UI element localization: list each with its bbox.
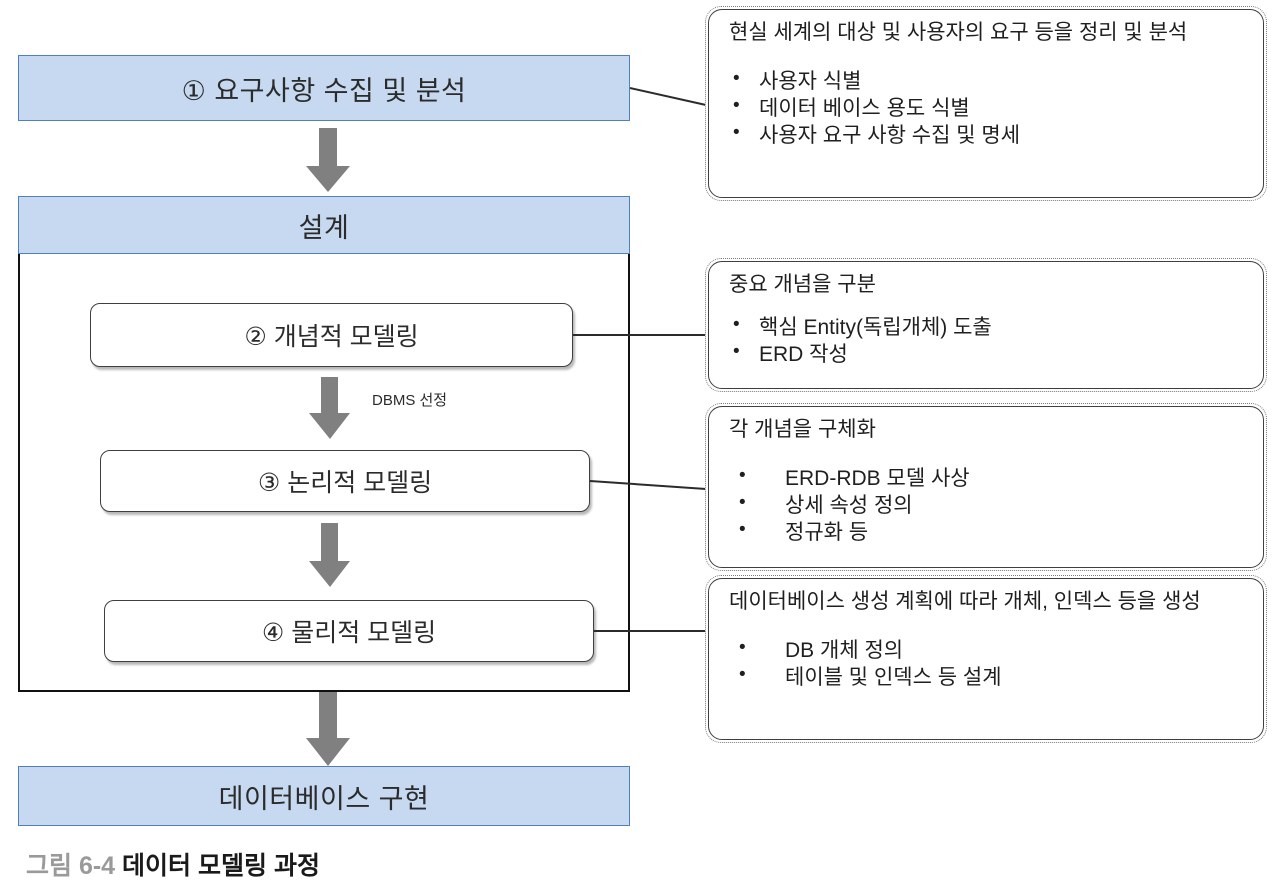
stage-bar-requirements-label: ① 요구사항 수집 및 분석 xyxy=(181,75,467,106)
callout-spacer xyxy=(729,50,1247,68)
callout-physical[interactable]: 데이터베이스 생성 계획에 따라 개체, 인덱스 등을 생성 DB 개체 정의 … xyxy=(705,575,1267,743)
callout-conceptual-body: 중요 개념을 구분 핵심 Entity(독립개체) 도출 ERD 작성 xyxy=(708,261,1264,389)
figure-caption-number: 그림 6-4 xyxy=(26,852,116,880)
list-item: 상세 속성 정의 xyxy=(729,491,1247,519)
stage-bar-design-label: 설계 xyxy=(298,212,350,243)
figure-caption: 그림 6-4 데이터 모델링 과정 xyxy=(26,846,320,882)
callout-logical-list: ERD-RDB 모델 사상 상세 속성 정의 정규화 등 xyxy=(729,464,1247,547)
callout-requirements-body: 현실 세계의 대상 및 사용자의 요구 등을 정리 및 분석 사용자 식별 데이… xyxy=(708,9,1264,198)
callout-requirements-head: 현실 세계의 대상 및 사용자의 요구 등을 정리 및 분석 xyxy=(729,21,1188,44)
callout-spacer xyxy=(729,302,1247,314)
callout-spacer xyxy=(729,447,1247,465)
down-arrow-2 xyxy=(304,377,356,441)
step-box-logical-modeling-label: ③ 논리적 모델링 xyxy=(257,469,433,497)
callout-logical-head: 각 개념을 구체화 xyxy=(729,418,876,441)
down-arrow-3 xyxy=(304,523,356,589)
callout-physical-list: DB 개체 정의 테이블 및 인덱스 등 설계 xyxy=(729,636,1247,692)
callout-conceptual[interactable]: 중요 개념을 구분 핵심 Entity(독립개체) 도출 ERD 작성 xyxy=(705,258,1267,392)
callout-physical-body: 데이터베이스 생성 계획에 따라 개체, 인덱스 등을 생성 DB 개체 정의 … xyxy=(708,578,1264,740)
stage-bar-requirements[interactable]: ① 요구사항 수집 및 분석 xyxy=(18,55,630,121)
figure-caption-title: 데이터 모델링 과정 xyxy=(122,852,320,880)
down-arrow-4 xyxy=(300,692,356,768)
stage-bar-database-implementation-label: 데이터베이스 구현 xyxy=(218,783,430,814)
callout-logical-body: 각 개념을 구체화 ERD-RDB 모델 사상 상세 속성 정의 정규화 등 xyxy=(708,406,1264,568)
list-item: 사용자 식별 xyxy=(729,67,1247,95)
callout-conceptual-head: 중요 개념을 구분 xyxy=(729,273,876,296)
down-arrow-1 xyxy=(300,128,356,194)
stage-bar-database-implementation[interactable]: 데이터베이스 구현 xyxy=(18,766,630,826)
callout-requirements-list: 사용자 식별 데이터 베이스 용도 식별 사용자 요구 사항 수집 및 명세 xyxy=(729,67,1247,150)
step-box-physical-modeling-label: ④ 물리적 모델링 xyxy=(261,619,437,647)
callout-conceptual-list: 핵심 Entity(독립개체) 도출 ERD 작성 xyxy=(729,313,1247,369)
list-item: 사용자 요구 사항 수집 및 명세 xyxy=(729,121,1247,149)
callout-physical-head: 데이터베이스 생성 계획에 따라 개체, 인덱스 등을 생성 xyxy=(729,590,1201,613)
list-item: DB 개체 정의 xyxy=(729,636,1247,664)
stage-bar-design[interactable]: 설계 xyxy=(18,196,630,254)
list-item: 정규화 등 xyxy=(729,518,1247,546)
list-item: 데이터 베이스 용도 식별 xyxy=(729,94,1247,122)
step-box-physical-modeling[interactable]: ④ 물리적 모델링 xyxy=(104,600,594,662)
list-item: 테이블 및 인덱스 등 설계 xyxy=(729,663,1247,691)
list-item: 핵심 Entity(독립개체) 도출 xyxy=(729,313,1247,341)
callout-spacer xyxy=(729,619,1247,637)
list-item: ERD 작성 xyxy=(729,340,1247,368)
arrow-label-dbms-selection: DBMS 선정 xyxy=(372,392,448,409)
list-item: ERD-RDB 모델 사상 xyxy=(729,464,1247,492)
step-box-conceptual-modeling[interactable]: ② 개념적 모델링 xyxy=(90,303,573,367)
step-box-conceptual-modeling-label: ② 개념적 모델링 xyxy=(244,323,419,351)
callout-requirements[interactable]: 현실 세계의 대상 및 사용자의 요구 등을 정리 및 분석 사용자 식별 데이… xyxy=(705,6,1267,201)
callout-logical[interactable]: 각 개념을 구체화 ERD-RDB 모델 사상 상세 속성 정의 정규화 등 xyxy=(705,403,1267,571)
step-box-logical-modeling[interactable]: ③ 논리적 모델링 xyxy=(100,450,590,512)
